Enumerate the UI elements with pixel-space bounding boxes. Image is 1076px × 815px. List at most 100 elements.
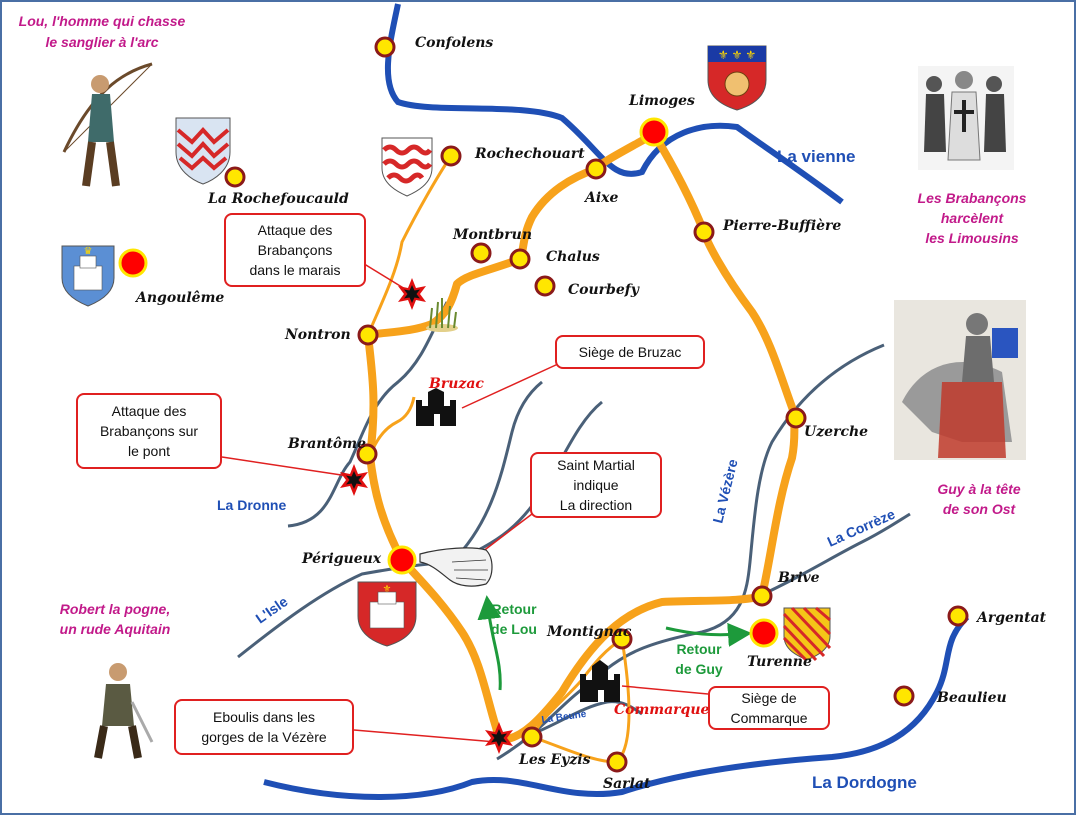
label-montignac: Montignac <box>546 624 632 640</box>
return-labels: Retour de Lou Retour de Guy <box>491 601 723 677</box>
shield-perigueux: ⚜ <box>357 581 417 647</box>
caption-robert-line-1: Robert la pogne, <box>60 601 170 617</box>
retour-guy-line-2: de Guy <box>675 661 723 677</box>
attack-star-eboulis-icon <box>485 722 513 754</box>
arrow-retour-lou <box>477 595 502 691</box>
caption-lou-line-1: Lou, l'homme qui chasse <box>19 13 186 29</box>
callout-pont-line-3: le pont <box>127 443 171 459</box>
callout-saint-martial-line-2: indique <box>573 477 619 493</box>
marker-turenne[interactable] <box>749 618 779 648</box>
callout-bruzac-line-1: Siège de Bruzac <box>578 344 682 360</box>
svg-text:⚜ ⚜ ⚜: ⚜ ⚜ ⚜ <box>718 48 756 62</box>
river-correze <box>749 512 911 602</box>
marker-sarlat[interactable] <box>606 751 628 773</box>
callout-siege-commarque: Siège de Commarque <box>708 686 830 730</box>
label-bruzac: Bruzac <box>428 376 484 392</box>
marker-les-eyzis[interactable] <box>521 726 543 748</box>
label-turenne: Turenne <box>747 654 812 670</box>
pointer-bruzac <box>461 363 559 409</box>
marker-brantome[interactable] <box>356 443 378 465</box>
label-perigueux: Périgueux <box>301 551 382 567</box>
label-brantome: Brantôme <box>287 436 366 452</box>
callout-eboulis-line-1: Eboulis dans les <box>213 709 315 725</box>
label-chalus: Chalus <box>546 249 600 265</box>
river-dordogne <box>263 614 970 800</box>
label-argentat: Argentat <box>975 610 1047 626</box>
caption-brabancons-line-3: les Limousins <box>925 230 1019 246</box>
marker-courbefy[interactable] <box>534 275 556 297</box>
label-aixe: Aixe <box>583 190 619 206</box>
label-commarque: Commarque <box>614 702 710 718</box>
marker-montbrun[interactable] <box>470 242 492 264</box>
callout-marais-line-1: Attaque des <box>257 222 333 238</box>
callout-marais-line-2: Brabançons <box>257 242 333 258</box>
caption-lou-line-2: le sanglier à l'arc <box>45 34 158 50</box>
marker-limoges[interactable] <box>639 117 669 147</box>
town-markers <box>118 36 969 773</box>
branch-sarlat-loop <box>530 636 631 764</box>
marker-uzerche[interactable] <box>785 407 807 429</box>
label-river-dronne: La Dronne <box>217 497 286 513</box>
label-la-rochefoucauld: La Rochefoucauld <box>207 191 349 207</box>
callout-pont-line-1: Attaque des <box>111 403 187 419</box>
river-vienne <box>384 3 844 205</box>
label-les-eyzis: Les Eyzis <box>518 752 591 768</box>
label-limoges: Limoges <box>628 93 695 109</box>
marker-confolens[interactable] <box>374 36 396 58</box>
town-labels: Confolens Limoges Rochechouart Aixe La R… <box>134 35 1047 792</box>
label-angouleme: Angoulême <box>134 290 224 306</box>
callout-siege-bruzac: Siège de Bruzac <box>555 335 705 369</box>
callout-pointers <box>221 253 709 743</box>
caption-brabancons-line-1: Les Brabançons <box>918 190 1027 206</box>
retour-lou-line-1: Retour <box>491 601 537 617</box>
marker-la-rochefoucauld[interactable] <box>224 166 246 188</box>
caption-robert-line-2: un rude Aquitain <box>60 621 171 637</box>
castle-bruzac-icon <box>416 388 456 426</box>
marker-brive[interactable] <box>751 585 773 607</box>
pointer-saint-martial <box>481 513 533 553</box>
marker-rochechouart[interactable] <box>440 145 462 167</box>
marker-argentat[interactable] <box>947 605 969 627</box>
branch-chalus-nontron <box>366 155 453 336</box>
label-river-vienne: La vienne <box>777 147 855 166</box>
marker-chalus[interactable] <box>509 248 531 270</box>
callout-commarque-line-1: Siège de <box>741 690 797 706</box>
shield-la-rochefoucauld <box>175 117 231 185</box>
label-rochechouart: Rochechouart <box>474 146 585 162</box>
label-beaulieu: Beaulieu <box>936 690 1007 706</box>
callout-pont-line-2: Brabançons sur <box>99 423 199 439</box>
svg-text:♛: ♛ <box>84 246 93 257</box>
marker-montignac[interactable] <box>611 628 633 650</box>
callout-attaque-pont: Attaque des Brabançons sur le pont <box>76 393 222 469</box>
callout-saint-martial-line-1: Saint Martial <box>557 457 635 473</box>
marker-beaulieu[interactable] <box>893 685 915 707</box>
label-sarlat: Sarlat <box>603 776 651 792</box>
marker-perigueux[interactable] <box>387 545 417 575</box>
callout-attaque-marais: Attaque des Brabançons dans le marais <box>224 213 366 287</box>
pointer-pont <box>221 456 349 477</box>
marker-aixe[interactable] <box>585 158 607 180</box>
caption-guy-line-2: de son Ost <box>943 501 1017 517</box>
pointer-eboulis <box>353 729 497 743</box>
marker-nontron[interactable] <box>357 324 379 346</box>
svg-text:⚜: ⚜ <box>383 584 392 595</box>
callout-marais-line-3: dans le marais <box>249 262 341 278</box>
caption-brabancons-line-2: harcèlent <box>941 210 1005 226</box>
label-uzerche: Uzerche <box>804 424 868 440</box>
shield-angouleme: ♛ <box>61 245 115 307</box>
arrow-retour-guy <box>665 622 752 647</box>
retour-guy-line-1: Retour <box>676 641 722 657</box>
pointing-hand-icon <box>419 547 493 587</box>
callout-eboulis-line-2: gorges de la Vézère <box>201 729 327 745</box>
marker-pierre-buffiere[interactable] <box>693 221 715 243</box>
caption-guy-line-1: Guy à la tête <box>937 481 1020 497</box>
figure-warrior-robert <box>94 663 154 759</box>
figure-archer-lou <box>62 62 153 187</box>
label-river-vezere: La Vézère <box>709 457 740 525</box>
shield-rochechouart <box>381 137 433 197</box>
marker-angouleme[interactable] <box>118 248 148 278</box>
castle-commarque-icon <box>580 660 620 702</box>
callout-eboulis: Eboulis dans les gorges de la Vézère <box>174 699 354 755</box>
